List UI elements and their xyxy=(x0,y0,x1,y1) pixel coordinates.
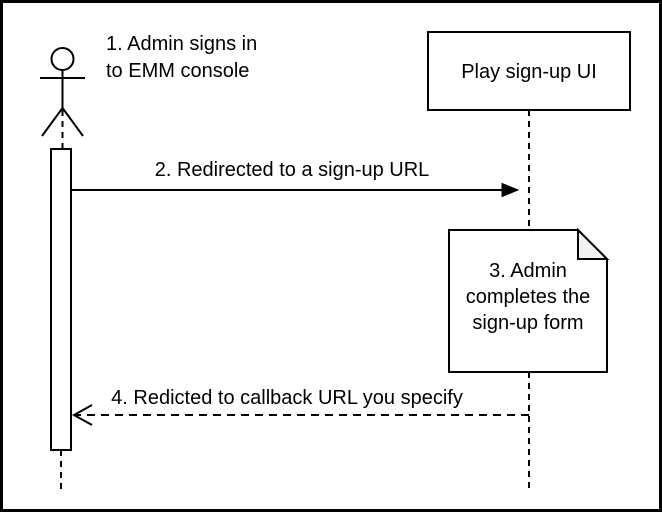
note-shape: 3. Admin completes the sign-up form xyxy=(448,227,610,373)
message-4: 4. Redicted to callback URL you specify xyxy=(71,387,529,426)
note-label-line3: sign-up form xyxy=(472,312,583,334)
message-2: 2. Redirected to a sign-up URL xyxy=(72,159,520,198)
actor-leg-left xyxy=(41,107,64,137)
note-fold-icon xyxy=(577,227,610,260)
actor-leg-right xyxy=(61,107,84,137)
actor-caption: 1. Admin signs in to EMM console xyxy=(106,33,257,82)
actor-caption-line2: to EMM console xyxy=(106,60,249,82)
open-arrowhead-icon xyxy=(71,404,93,426)
actor-caption-line1: 1. Admin signs in xyxy=(106,33,257,55)
participant-label: Play sign-up UI xyxy=(461,61,597,83)
note-label-line1: 3. Admin xyxy=(489,260,567,282)
note-label-line2: completes the xyxy=(466,286,591,308)
note-body xyxy=(448,229,608,373)
message-4-label: 4. Redicted to callback URL you specify xyxy=(111,387,463,409)
participant-box xyxy=(427,31,631,111)
solid-arrowhead-icon xyxy=(501,182,520,198)
message-2-label: 2. Redirected to a sign-up URL xyxy=(155,159,430,181)
actor-figure xyxy=(40,47,85,137)
activation-bar xyxy=(50,148,72,451)
actor-head xyxy=(50,47,75,71)
